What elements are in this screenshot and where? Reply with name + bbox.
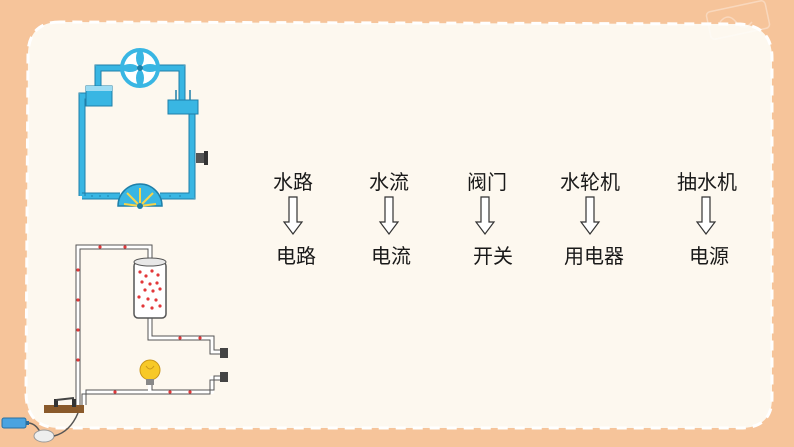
arrow-down-icon [282,196,304,235]
valve-icon [196,151,208,165]
water-term-3: 阀门 [467,170,507,194]
right-water-tank [167,99,199,115]
water-term-4: 水轮机 [560,170,620,194]
electric-term-2: 电流 [371,244,411,268]
water-circuit-diagram [78,48,208,209]
corner-doodle-icon [705,0,771,40]
light-bulb-icon [139,359,161,385]
water-term-5: 抽水机 [677,170,737,194]
content-panel [26,22,772,428]
water-term-2: 水流 [369,170,409,194]
electric-term-4: 用电器 [564,244,624,268]
water-term-1: 水路 [273,170,313,194]
electric-term-5: 电源 [689,244,729,268]
water-pump-icon [117,183,163,209]
electric-term-3: 开关 [473,244,513,268]
battery-icon [1,412,79,443]
analogy-arrows [282,196,717,235]
charge-dots [76,245,202,394]
arrow-down-icon [579,196,601,235]
water-turbine-icon [120,48,160,88]
arrow-down-icon [378,196,400,235]
arrow-down-icon [695,196,717,235]
electric-term-1: 电路 [276,244,316,268]
electric-circuit-diagram [1,244,228,443]
connector-icon [220,348,228,382]
arrow-down-icon [474,196,496,235]
knife-switch-icon [44,397,84,413]
dashed-border [24,20,774,430]
pipe-top [95,65,185,100]
